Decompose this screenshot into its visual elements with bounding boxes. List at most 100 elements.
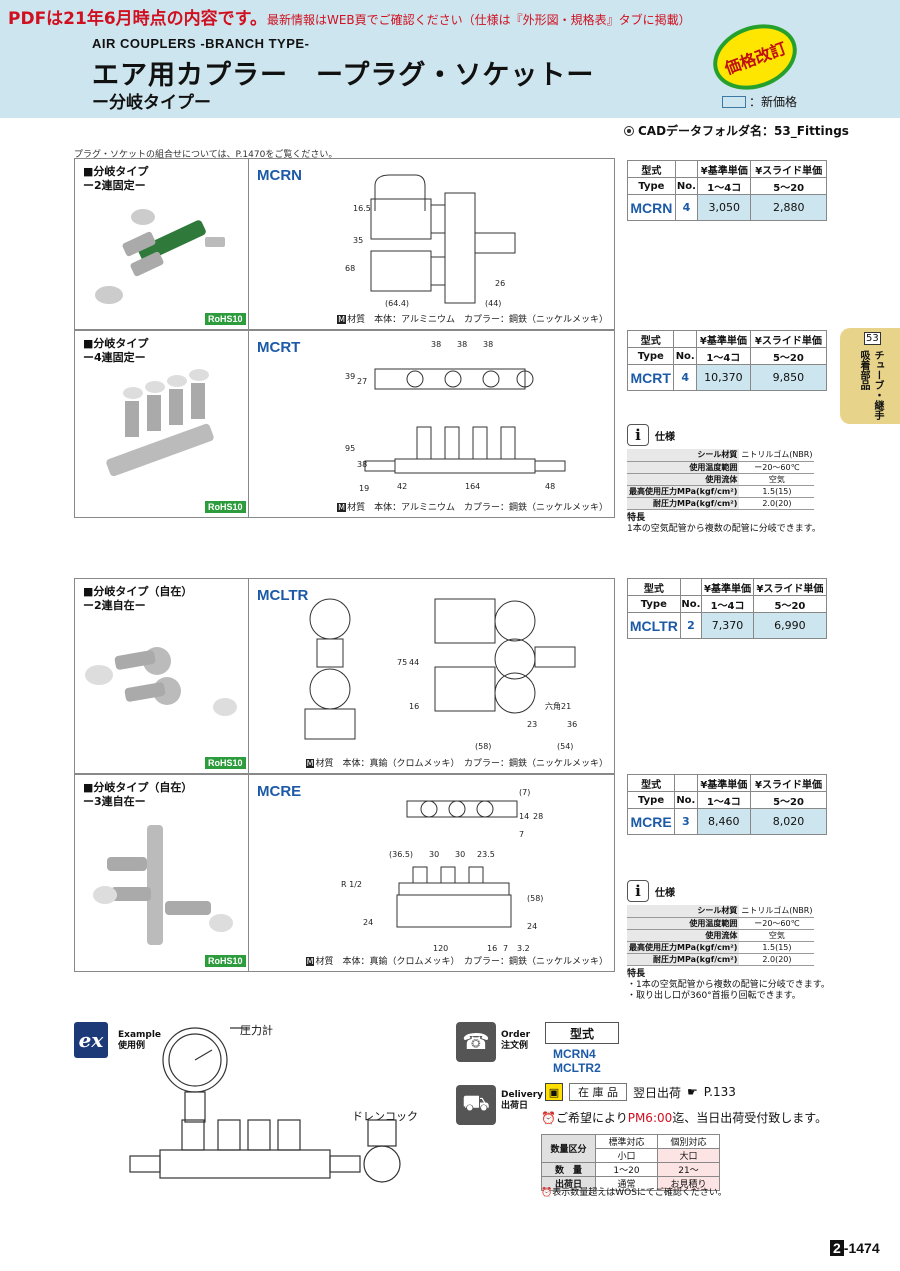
- info-icon: i: [627, 880, 649, 902]
- ship-label: 翌日出荷: [633, 1085, 682, 1100]
- category-label: 吸着部品: [858, 350, 869, 390]
- dim-label: 95: [345, 444, 355, 453]
- dim-label: 3.2: [517, 944, 530, 953]
- dim-label: 30: [455, 850, 465, 859]
- dimension-drawing: 38 38 38 39 27 95 38 19 42 164 48: [345, 340, 566, 493]
- dim-label: (58): [527, 894, 543, 903]
- dim-label: 23.5: [477, 850, 495, 859]
- coupler-photo-icon: [106, 369, 214, 477]
- order-example: MCLTR2: [553, 1061, 601, 1075]
- rohs-badge: RoHS10: [205, 955, 246, 967]
- pdf-notice-sub: 最新情報はWEB頁でご確認ください（仕様は『外形図・規格表』タブに掲載）: [266, 13, 691, 27]
- page-ref[interactable]: P.133: [703, 1085, 736, 1099]
- dim-label: 30: [429, 850, 439, 859]
- dim-label: 24: [527, 922, 537, 931]
- dim-label: (58): [475, 742, 491, 751]
- product-photo: ■分岐タイプー4連固定ー RoHS10: [75, 331, 249, 517]
- dim-label: 48: [545, 482, 555, 491]
- order-type-header: 型式: [545, 1022, 619, 1044]
- dim-label: 38: [483, 340, 493, 349]
- dim-label: 六角21: [545, 701, 571, 711]
- dim-label: (7): [519, 788, 530, 797]
- dim-label: 24: [363, 918, 373, 927]
- dim-label: (44): [485, 299, 501, 308]
- page-number: 2-1474: [830, 1240, 880, 1256]
- dim-label: 38: [431, 340, 441, 349]
- section-label: ■分岐タイプー4連固定ー: [83, 337, 149, 364]
- delivery-truck-icon: ⛟: [456, 1085, 496, 1125]
- section-label: ■分岐タイプ（自在）ー2連自在ー: [83, 585, 193, 612]
- rohs-badge: RoHS10: [205, 313, 246, 325]
- dim-label: 26: [495, 279, 505, 288]
- dim-label: 16: [409, 702, 419, 711]
- radio-icon: [624, 126, 634, 136]
- dim-label: 7: [519, 830, 524, 839]
- order-example: MCRN4: [553, 1047, 596, 1061]
- cad-folder-label: CADデータフォルダ名：53_Fittings: [638, 124, 849, 138]
- dim-label: 23: [527, 720, 537, 729]
- gauge-label: 圧力計: [240, 1024, 273, 1037]
- dim-label: 120: [433, 944, 448, 953]
- model-name: MCRN: [257, 167, 302, 184]
- dim-label: 28: [533, 812, 543, 821]
- model-name: MCRE: [257, 783, 302, 800]
- dim-label: 39: [345, 372, 355, 381]
- model-name: MCLTR: [257, 587, 309, 604]
- dim-label: (36.5): [389, 850, 413, 859]
- dim-label: 68: [345, 264, 355, 273]
- dim-label: 44: [409, 658, 419, 667]
- dimension-drawing: 16.5 35 68 26 (64.4) (44): [345, 174, 516, 308]
- dim-label: 14: [519, 812, 529, 821]
- section-label: ■分岐タイプー2連固定ー: [83, 165, 149, 192]
- stock-label: 在 庫 品: [569, 1083, 627, 1101]
- example-icon: ex: [74, 1022, 108, 1058]
- dim-label: 35: [353, 236, 363, 245]
- category-side-tab[interactable]: 53 チューブ・継手 吸着部品: [840, 328, 900, 424]
- page-ref-icon: ☛: [687, 1085, 698, 1099]
- product-photo: ■分岐タイプ（自在）ー2連自在ー RoHS10: [75, 579, 249, 773]
- dim-label: (54): [557, 742, 573, 751]
- model-name: MCRT: [257, 339, 301, 356]
- dim-label: 7: [503, 944, 508, 953]
- page-subtitle: ー分岐タイプー: [92, 93, 211, 113]
- usage-example-drawing: [129, 1027, 401, 1183]
- dim-label: 16.5: [353, 204, 371, 213]
- stock-status: ▣ 在 庫 品 翌日出荷 ☛ P.133: [545, 1083, 736, 1101]
- english-title: AIR COUPLERS -BRANCH TYPE-: [92, 36, 310, 51]
- new-price-legend: ：新価格: [722, 93, 797, 110]
- pdf-notice-main: PDFは21年6月時点の内容です。: [8, 9, 267, 29]
- new-price-label: ：新価格: [749, 95, 798, 109]
- coupler-photo-icon: [85, 647, 237, 716]
- category-number: 53: [864, 332, 881, 345]
- rohs-badge: RoHS10: [205, 757, 246, 769]
- dim-label: 27: [357, 377, 367, 386]
- dimension-drawing: (7) 14 28 7 (36.5) 30 30 23.5 R 1/2 (58)…: [341, 788, 543, 953]
- dim-label: (64.4): [385, 299, 409, 308]
- cad-folder[interactable]: CADデータフォルダ名：53_Fittings: [624, 122, 849, 139]
- section-label: ■分岐タイプ（自在）ー3連自在ー: [83, 781, 193, 808]
- dim-label: 19: [359, 484, 369, 493]
- same-day-note: ⏰ご希望によりPM6:00迄、当日出荷受付致します。: [541, 1111, 828, 1125]
- combination-note: プラグ・ソケットの組合せについては、P.1470をご覧ください。: [74, 150, 338, 160]
- section-mcrn: ■分岐タイプー2連固定ー RoHS10 MCRN 16.5 35 68 26 (…: [74, 158, 615, 330]
- stock-box-icon: ▣: [545, 1083, 563, 1101]
- dim-label: 36: [567, 720, 577, 729]
- section-mcre: ■分岐タイプ（自在）ー3連自在ー RoHS10 MCRE (7) 14 28 7…: [74, 774, 615, 972]
- info-icon: i: [627, 424, 649, 446]
- section-mcltr: ■分岐タイプ（自在）ー2連自在ー RoHS10 MCLTR 75 44 16 六…: [74, 578, 615, 774]
- wos-note: ⏰表示数量超えはWOSにてご確認ください。: [541, 1188, 727, 1198]
- dimension-drawing: 75 44 16 六角21 23 36 (58) (54): [304, 598, 577, 751]
- coupler-photo-icon: [93, 825, 233, 945]
- product-photo: ■分岐タイプ（自在）ー3連自在ー RoHS10: [75, 775, 249, 971]
- section-mcrt: ■分岐タイプー4連固定ー RoHS10 MCRT 38 38 38 39 27 …: [74, 330, 615, 518]
